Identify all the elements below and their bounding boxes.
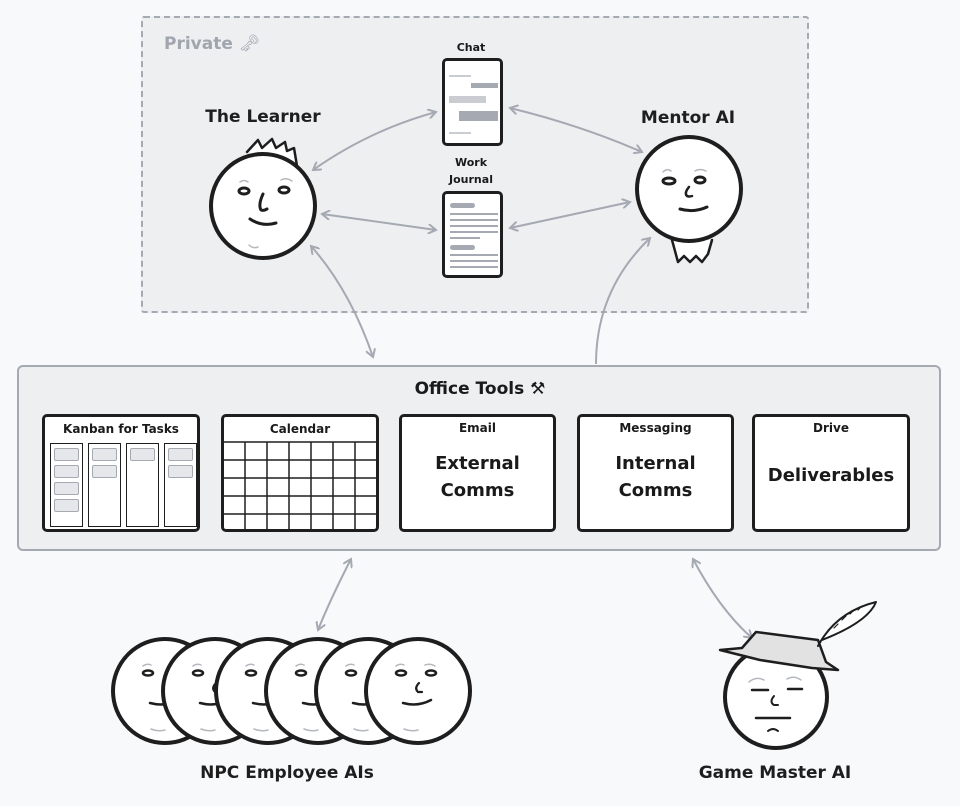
work-journal-document <box>442 191 503 278</box>
tool-messaging-content: Internal <box>615 453 696 474</box>
tool-calendar: Calendar <box>221 414 379 532</box>
tool-kanban-label: Kanban for Tasks <box>63 422 179 436</box>
npc-face <box>314 637 422 745</box>
learner-label: The Learner <box>205 107 321 127</box>
kanban-column <box>50 443 83 527</box>
kanban-column <box>88 443 121 527</box>
npc-face <box>364 637 472 745</box>
tool-kanban: Kanban for Tasks <box>42 414 200 532</box>
tool-email-content: External <box>435 453 520 474</box>
chat-label: Chat <box>456 41 486 54</box>
office-tools-title: Office Tools ⚒ <box>414 379 546 399</box>
npc-face <box>161 637 269 745</box>
private-label: Private 🗝 <box>164 34 261 54</box>
mentor-label: Mentor AI <box>640 108 736 128</box>
tool-email-content: Comms <box>440 480 515 501</box>
tool-email-label: Email <box>458 421 497 435</box>
kanban-column <box>126 443 159 527</box>
npc-face <box>264 637 372 745</box>
tool-messaging: Messaging Internal Comms <box>577 414 734 532</box>
npc-face <box>111 637 219 745</box>
arrow-tools-gamemaster <box>693 559 752 638</box>
npc-faces <box>111 637 472 745</box>
tool-drive-label: Drive <box>813 421 849 435</box>
kanban-column <box>164 443 197 527</box>
tool-calendar-label: Calendar <box>269 422 331 436</box>
tool-drive: Drive Deliverables <box>752 414 910 532</box>
arrow-tools-npc <box>318 559 351 630</box>
tool-messaging-content: Comms <box>618 480 693 501</box>
game-master-face <box>718 601 877 750</box>
key-icon: 🗝 <box>238 34 261 54</box>
calendar-grid <box>224 441 376 529</box>
tool-messaging-label: Messaging <box>619 421 692 435</box>
hammer-pick-icon: ⚒ <box>530 379 546 399</box>
chat-document <box>442 58 503 146</box>
npc-face <box>214 637 322 745</box>
game-master-label: Game Master AI <box>698 763 852 783</box>
npc-label: NPC Employee AIs <box>200 763 374 783</box>
tool-drive-content: Deliverables <box>767 465 895 486</box>
tool-email: Email External Comms <box>399 414 556 532</box>
journal-label: Work Journal <box>449 156 493 186</box>
